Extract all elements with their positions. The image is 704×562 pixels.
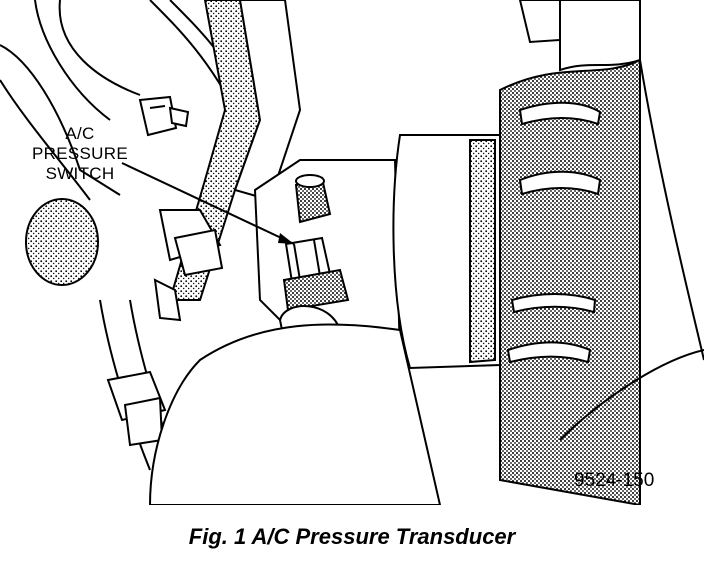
- leader-line: [121, 162, 295, 245]
- fitting-bolt: [138, 95, 190, 137]
- pressure-switch: [282, 236, 350, 312]
- figure-id: 9524-150: [574, 470, 655, 491]
- switch-cap: [294, 174, 332, 224]
- fan-shroud: [499, 0, 641, 505]
- clutch-hub: [392, 134, 501, 370]
- hose-clip: [106, 370, 167, 447]
- engine-illustration: [0, 0, 704, 505]
- callout-line-1: A/C: [65, 124, 95, 143]
- fan-fins: [506, 101, 602, 364]
- callout-line-2: PRESSURE: [32, 144, 128, 163]
- callout-label-pressure-switch: A/C PRESSURE SWITCH: [16, 124, 144, 184]
- callout-line-3: SWITCH: [45, 164, 115, 183]
- compressor-body: [148, 323, 442, 505]
- figure-caption: Fig. 1 A/C Pressure Transducer: [188, 524, 516, 549]
- grommet: [25, 198, 99, 286]
- fan-edge: [639, 59, 704, 361]
- wiring-harness: [99, 0, 302, 471]
- left-hose-outline: [0, 0, 141, 201]
- leader-arrowhead: [278, 233, 294, 244]
